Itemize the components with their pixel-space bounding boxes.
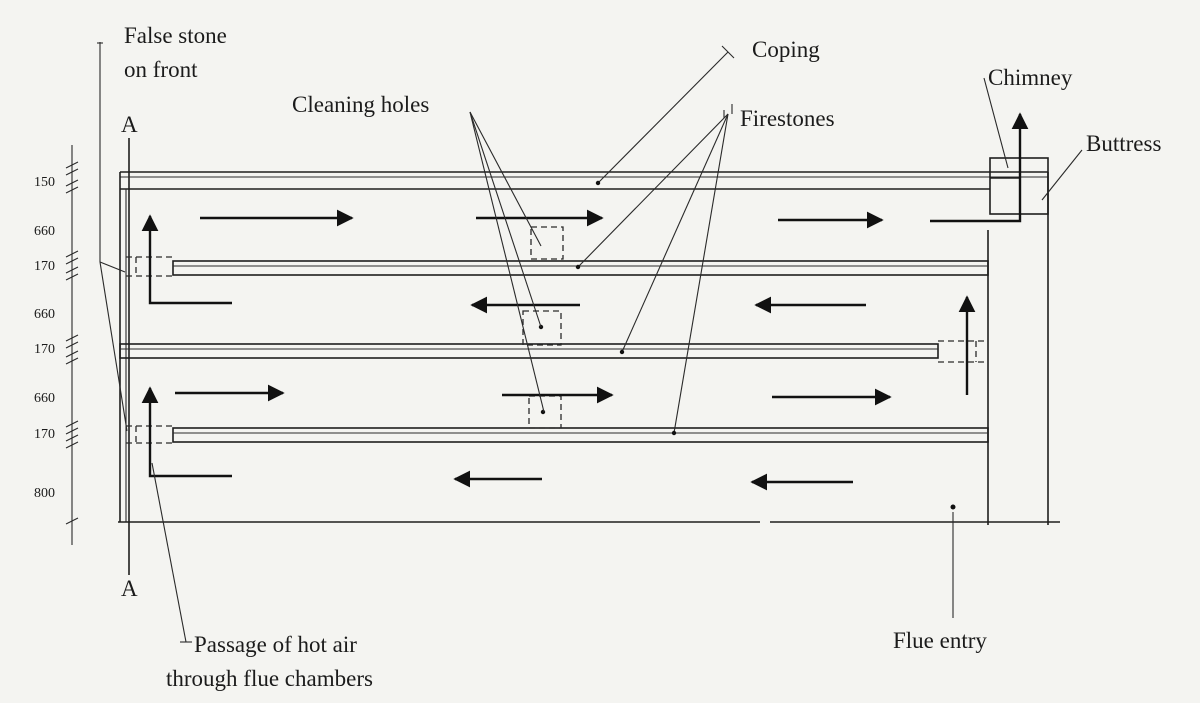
firestone-2 <box>119 340 986 363</box>
label-false-stone-line2: on front <box>124 57 198 82</box>
label-passage-line1: Passage of hot air <box>194 632 357 657</box>
leader-lines <box>97 42 1083 643</box>
label-buttress: Buttress <box>1086 131 1161 156</box>
firestone-1 <box>126 256 989 277</box>
dimension-scale: 150 660 170 660 170 660 170 800 <box>34 145 79 545</box>
dim-150: 150 <box>34 175 55 190</box>
flow-arrow-turn-up <box>141 386 232 478</box>
firestone-3 <box>126 425 989 444</box>
label-chimney: Chimney <box>988 65 1073 90</box>
cleaning-hole-1 <box>530 226 564 260</box>
flow-arrows <box>141 112 1029 491</box>
dim-170-c: 170 <box>34 427 55 442</box>
label-coping: Coping <box>752 37 820 62</box>
label-passage-line2: through flue chambers <box>166 666 373 691</box>
section-marker-bottom: A <box>121 576 138 601</box>
flow-arrow-turn-up <box>141 214 232 305</box>
dim-660-b: 660 <box>34 307 55 322</box>
section-line-a: A A <box>121 112 138 601</box>
dim-660-a: 660 <box>34 224 55 239</box>
label-firestones: Firestones <box>740 106 835 131</box>
dim-170-a: 170 <box>34 259 55 274</box>
section-marker-top: A <box>121 112 138 137</box>
chimney-exit-arrow <box>930 112 1029 223</box>
kiln-structure <box>118 157 1060 525</box>
label-cleaning-holes: Cleaning holes <box>292 92 429 117</box>
cleaning-holes <box>522 226 564 429</box>
dim-800: 800 <box>34 486 55 501</box>
label-flue-entry: Flue entry <box>893 628 987 653</box>
dim-170-b: 170 <box>34 342 55 357</box>
label-false-stone-line1: False stone <box>124 23 227 48</box>
dim-660-c: 660 <box>34 391 55 406</box>
cleaning-hole-2 <box>522 310 562 346</box>
